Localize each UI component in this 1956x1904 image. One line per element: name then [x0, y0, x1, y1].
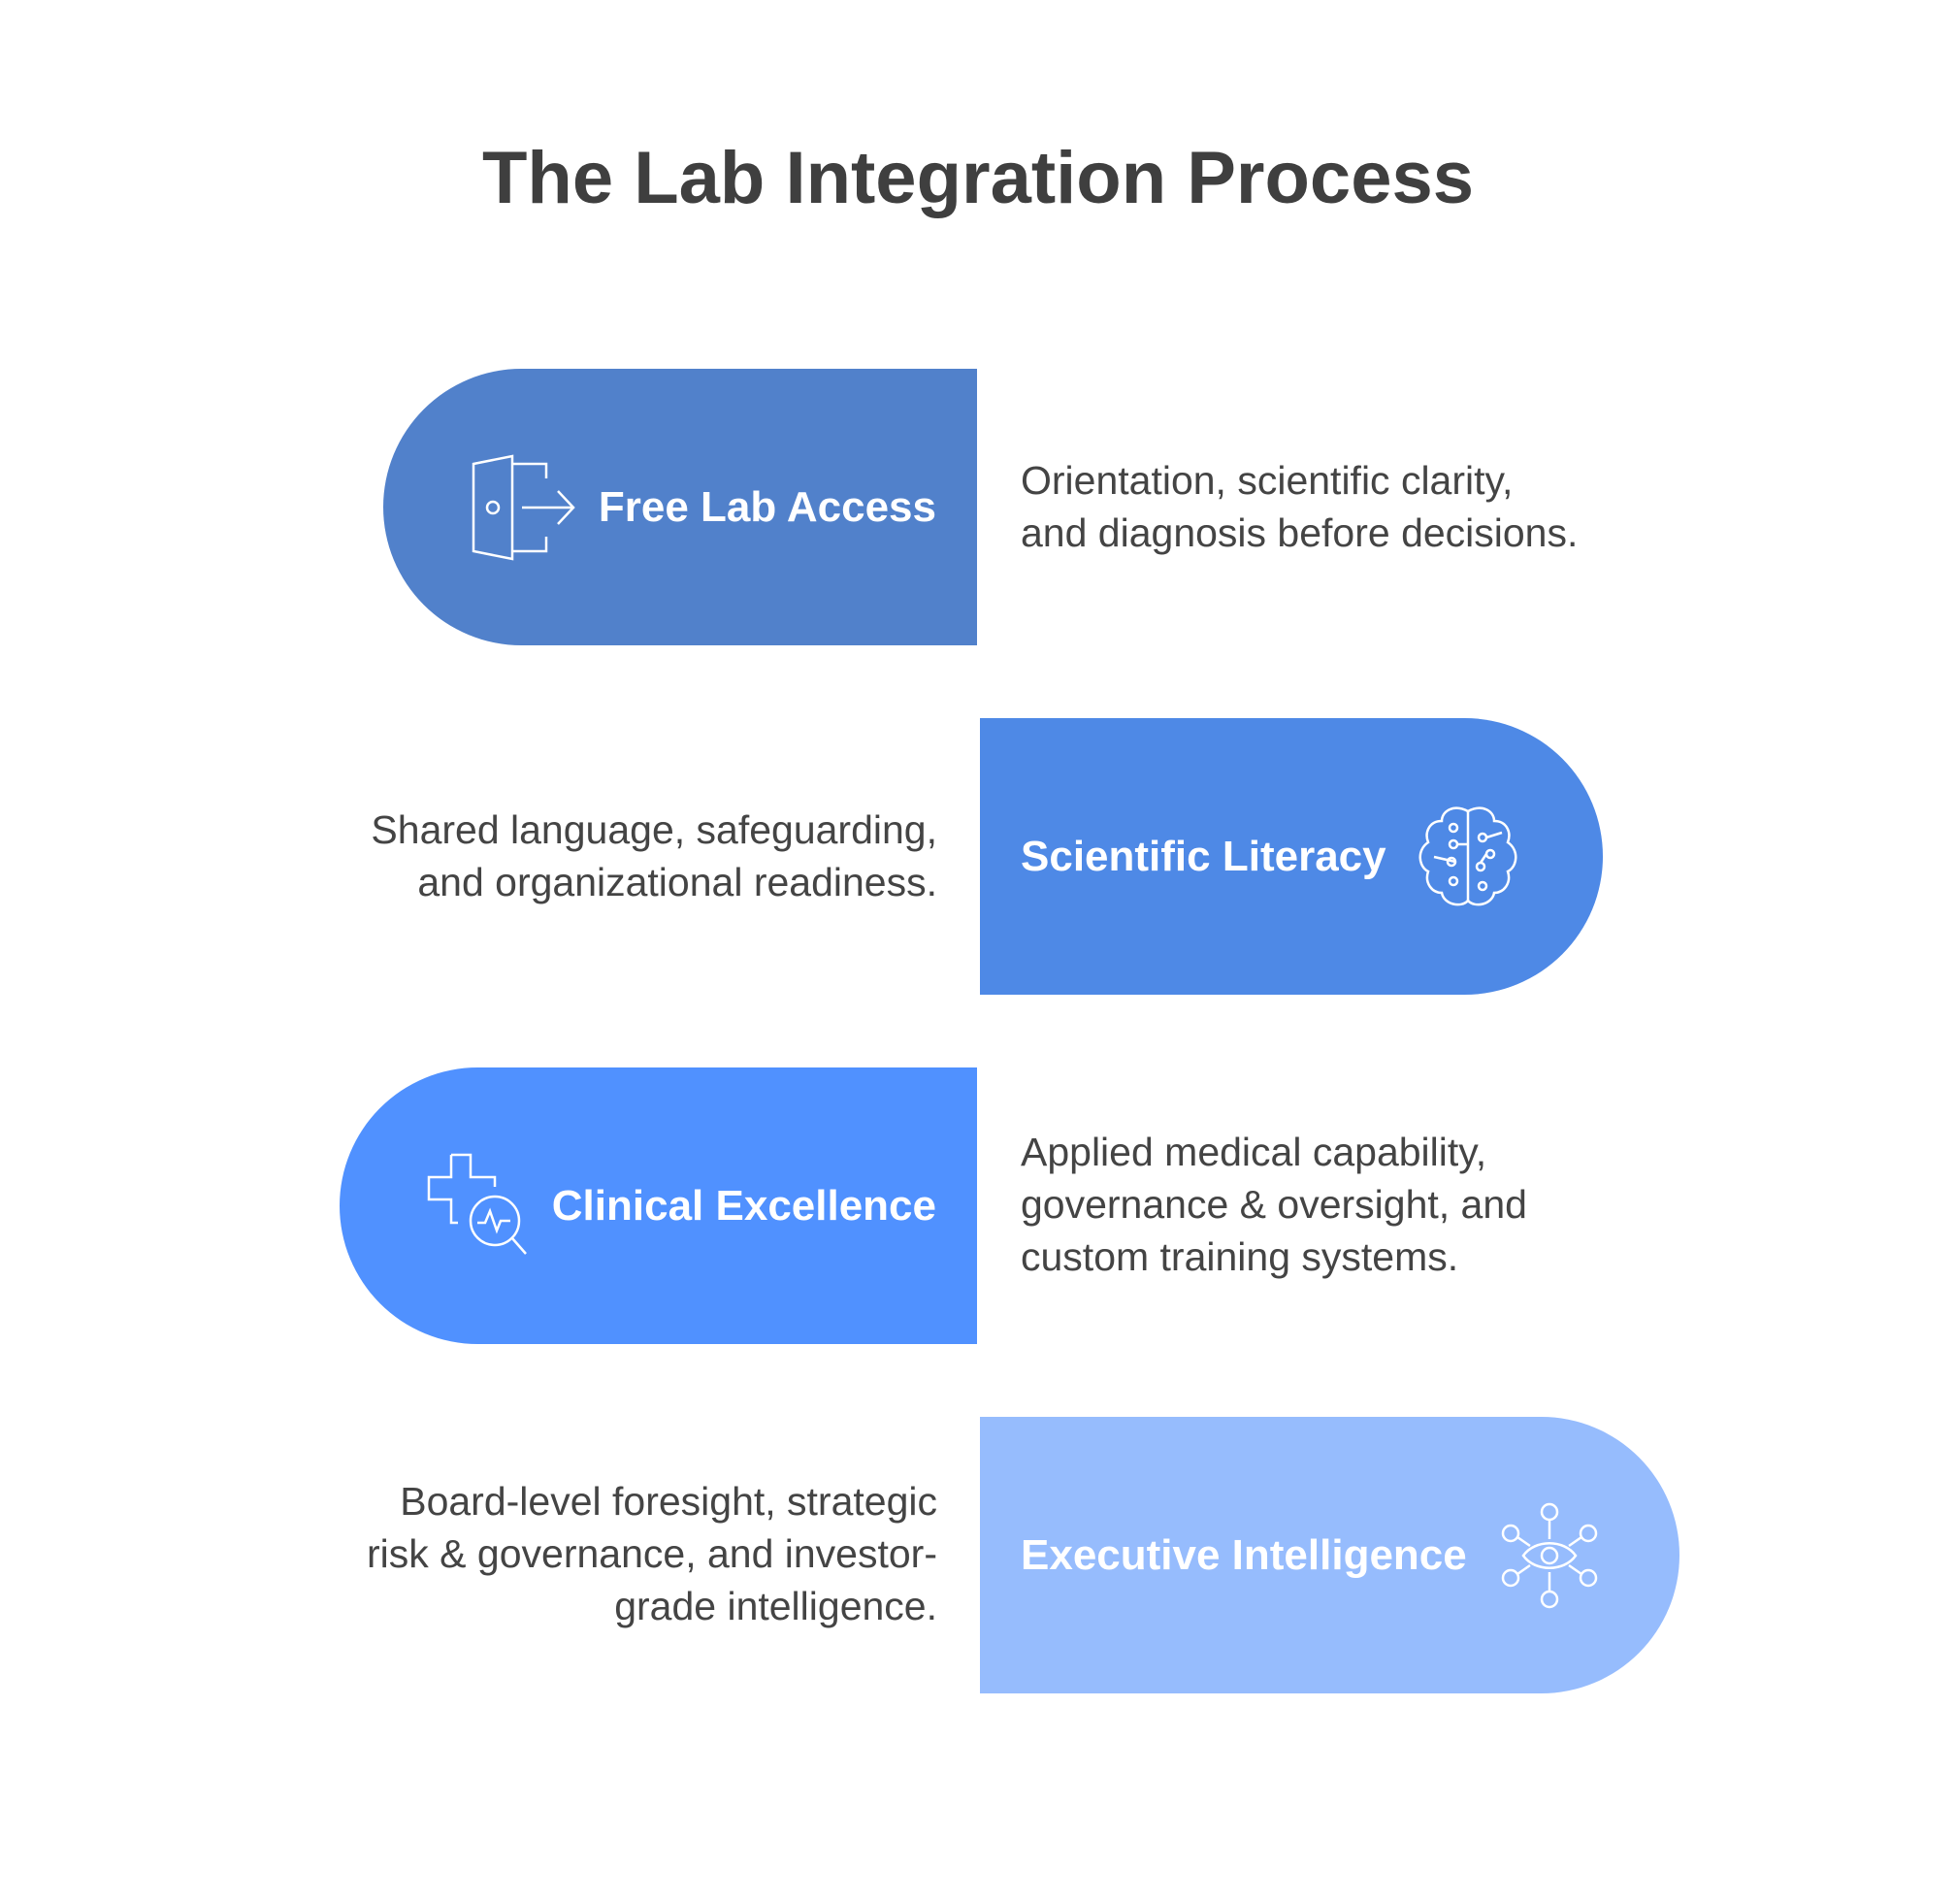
description-line: Shared language, safeguarding,	[371, 807, 937, 852]
description-line: governance & oversight, and	[1021, 1182, 1527, 1227]
step-label: Executive Intelligence	[1021, 1530, 1467, 1579]
door-exit-icon	[472, 453, 575, 561]
description-line: and diagnosis before decisions.	[1021, 510, 1579, 555]
step-free-lab-access: Free Lab Access	[383, 369, 977, 645]
step-description: Orientation, scientific clarity, and dia…	[1021, 454, 1578, 559]
description-line: risk & governance, and investor-	[367, 1531, 937, 1576]
description-line: Applied medical capability,	[1021, 1130, 1487, 1174]
page-title: The Lab Integration Process	[482, 137, 1474, 219]
description-line: custom training systems.	[1021, 1234, 1459, 1279]
medical-cross-search-icon	[427, 1153, 527, 1255]
step-executive-intelligence: Executive Intelligence	[980, 1417, 1679, 1693]
step-description: Board-level foresight, strategic risk & …	[367, 1475, 937, 1632]
description-line: grade intelligence.	[614, 1584, 937, 1628]
step-clinical-excellence: Clinical Excellence	[340, 1067, 977, 1344]
step-label: Scientific Literacy	[1021, 832, 1386, 880]
description-line: Orientation, scientific clarity,	[1021, 458, 1514, 503]
step-description: Shared language, safeguarding, and organ…	[371, 804, 937, 908]
step-description: Applied medical capability, governance &…	[1021, 1126, 1527, 1283]
step-label: Free Lab Access	[598, 482, 936, 531]
brain-circuit-icon	[1418, 806, 1517, 905]
description-line: and organizational readiness.	[417, 860, 937, 904]
step-scientific-literacy: Scientific Literacy	[980, 718, 1603, 995]
step-label: Clinical Excellence	[551, 1181, 936, 1230]
description-line: Board-level foresight, strategic	[400, 1479, 937, 1524]
eye-network-icon	[1501, 1502, 1598, 1608]
